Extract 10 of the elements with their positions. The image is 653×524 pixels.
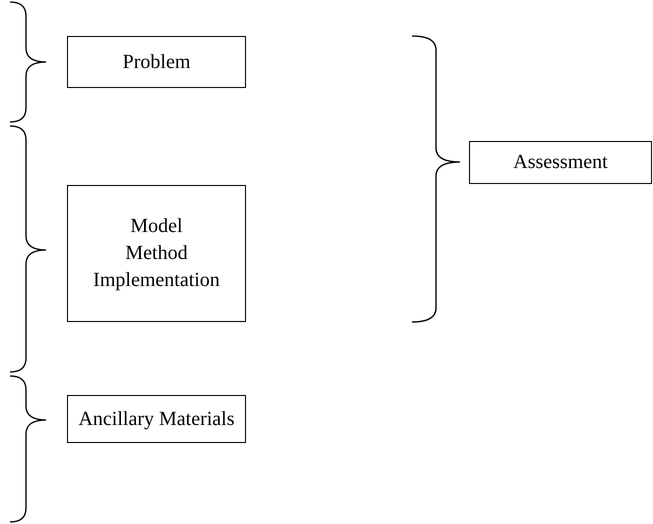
process-box [469, 141, 652, 184]
box-label: Method [125, 241, 188, 266]
process-box [67, 395, 246, 443]
box-label: Ancillary Materials [78, 406, 235, 432]
process-box [67, 185, 246, 322]
box-label: Problem [122, 50, 190, 74]
box-label: Model [130, 214, 183, 239]
process-box [67, 36, 246, 88]
box-label: Assessment [513, 150, 608, 175]
box-label: Implementation [93, 268, 220, 293]
